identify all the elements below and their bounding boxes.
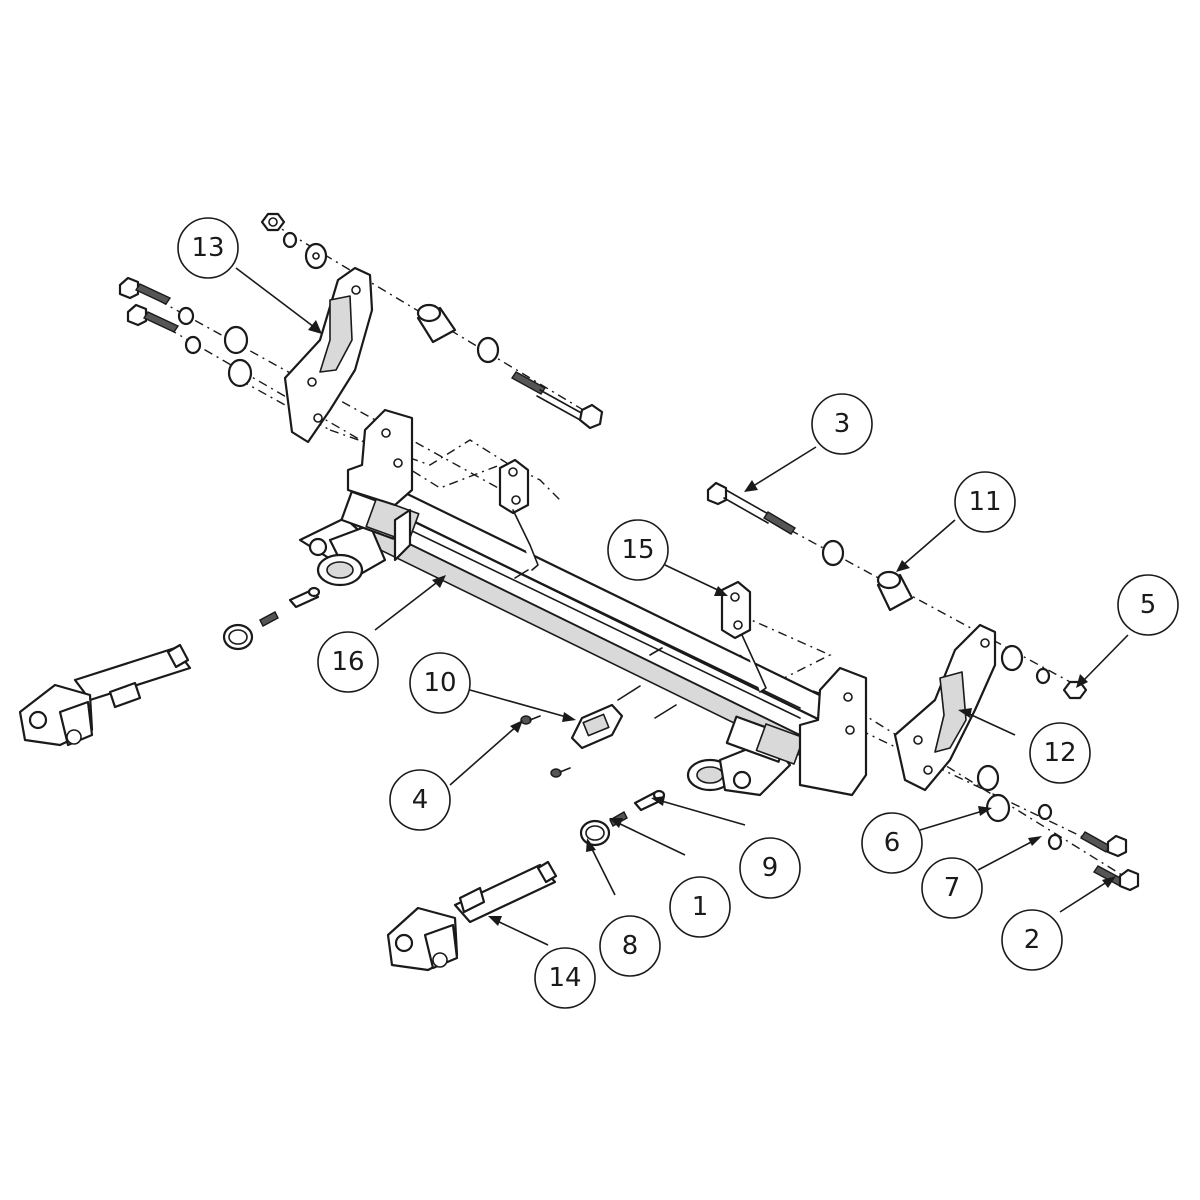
callout-1: 1 — [669, 876, 731, 938]
callout-4: 4 — [389, 769, 451, 831]
left-mounting-bracket — [346, 408, 414, 507]
callout-10-label: 10 — [423, 668, 456, 698]
callout-13: 13 — [177, 217, 239, 279]
callout-16: 16 — [317, 631, 379, 693]
callout-3-label: 3 — [834, 409, 851, 439]
callout-14: 14 — [534, 947, 596, 1009]
callout-leaders — [235, 267, 1129, 946]
callout-15: 15 — [607, 519, 669, 581]
callout-12: 12 — [1029, 722, 1091, 784]
callout-15-label: 15 — [621, 535, 654, 565]
screws — [520, 715, 571, 778]
callout-2-label: 2 — [1024, 925, 1041, 955]
right-vehicle-bracket — [893, 623, 997, 792]
left-hardware-set — [118, 212, 604, 430]
callout-2: 2 — [1001, 909, 1063, 971]
callout-14-label: 14 — [548, 963, 581, 993]
tow-arm-left — [18, 643, 192, 747]
callout-16-label: 16 — [331, 647, 364, 677]
callout-11-label: 11 — [968, 487, 1001, 517]
callout-5-label: 5 — [1140, 590, 1157, 620]
safety-chain-bracket-right — [720, 580, 767, 693]
callout-6-label: 6 — [884, 828, 901, 858]
callout-5: 5 — [1117, 574, 1179, 636]
retaining-plate — [570, 703, 624, 750]
callout-8: 8 — [599, 915, 661, 977]
callout-13-label: 13 — [191, 233, 224, 263]
callout-10: 10 — [409, 652, 471, 714]
safety-chain-bracket-left — [498, 458, 539, 571]
callout-11: 11 — [954, 471, 1016, 533]
callout-6: 6 — [861, 812, 923, 874]
callout-4-label: 4 — [412, 785, 429, 815]
crossbar-right-end — [686, 715, 805, 797]
right-mounting-bracket — [798, 666, 868, 797]
callout-7: 7 — [921, 857, 983, 919]
left-vehicle-bracket — [283, 266, 374, 444]
callout-12-label: 12 — [1043, 738, 1076, 768]
callout-7-label: 7 — [944, 873, 961, 903]
upper-pin-hardware — [222, 586, 321, 651]
callout-9-label: 9 — [762, 853, 779, 883]
callout-9: 9 — [739, 837, 801, 899]
crossbar-left-end — [298, 490, 420, 587]
callout-1-label: 1 — [692, 892, 709, 922]
callout-8-label: 8 — [622, 931, 639, 961]
tow-arm-right — [386, 860, 558, 972]
callout-3: 3 — [811, 393, 873, 455]
